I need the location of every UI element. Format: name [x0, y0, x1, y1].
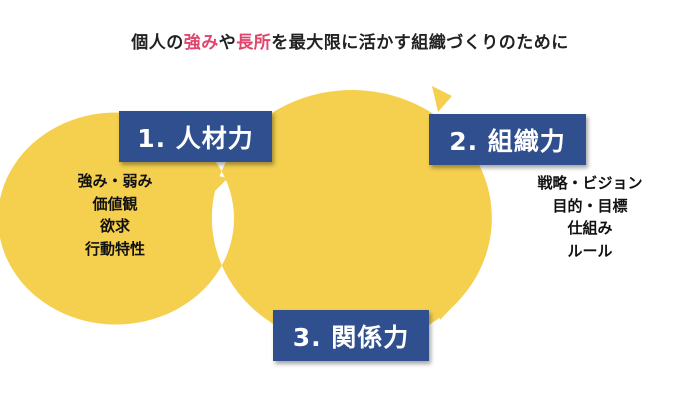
list-item: 強み・弱み	[77, 172, 153, 190]
node-talent-label: 1. 人材力	[137, 123, 254, 153]
organization-attributes-list: 戦略・ビジョン 目的・目標 仕組み ルール	[510, 172, 670, 262]
node-talent: 1. 人材力	[119, 111, 272, 162]
arrow-head-relationship-to-talent	[204, 173, 228, 194]
list-item: 仕組み	[567, 219, 613, 237]
list-item: 価値観	[92, 194, 138, 213]
page-title: 個人の強みや長所を最大限に活かす組織づくりのために	[0, 28, 700, 53]
list-item: 欲求	[99, 217, 130, 235]
node-organization: 2. 組織力	[429, 114, 586, 165]
title-part5: を最大限に活かす組織づくりのために	[271, 33, 569, 53]
talent-attributes-list: 強み・弱み 価値観 欲求 行動特性	[40, 170, 190, 260]
list-item: ルール	[567, 241, 613, 260]
node-relationship: 3. 関係力	[273, 310, 429, 361]
title-highlight-strengths: 強み	[183, 33, 219, 53]
title-part3: や	[218, 33, 237, 53]
list-item: 戦略・ビジョン	[537, 174, 643, 192]
arrow-head-talent-to-organization	[432, 86, 452, 112]
list-item: 目的・目標	[552, 196, 628, 215]
title-part1: 個人の	[131, 33, 184, 53]
arrow-head-organization-to-relationship	[437, 295, 456, 320]
list-item: 行動特性	[84, 239, 145, 258]
node-relationship-label: 3. 関係力	[292, 322, 410, 352]
node-organization-label: 2. 組織力	[449, 126, 566, 156]
title-highlight-merits: 長所	[236, 33, 272, 53]
